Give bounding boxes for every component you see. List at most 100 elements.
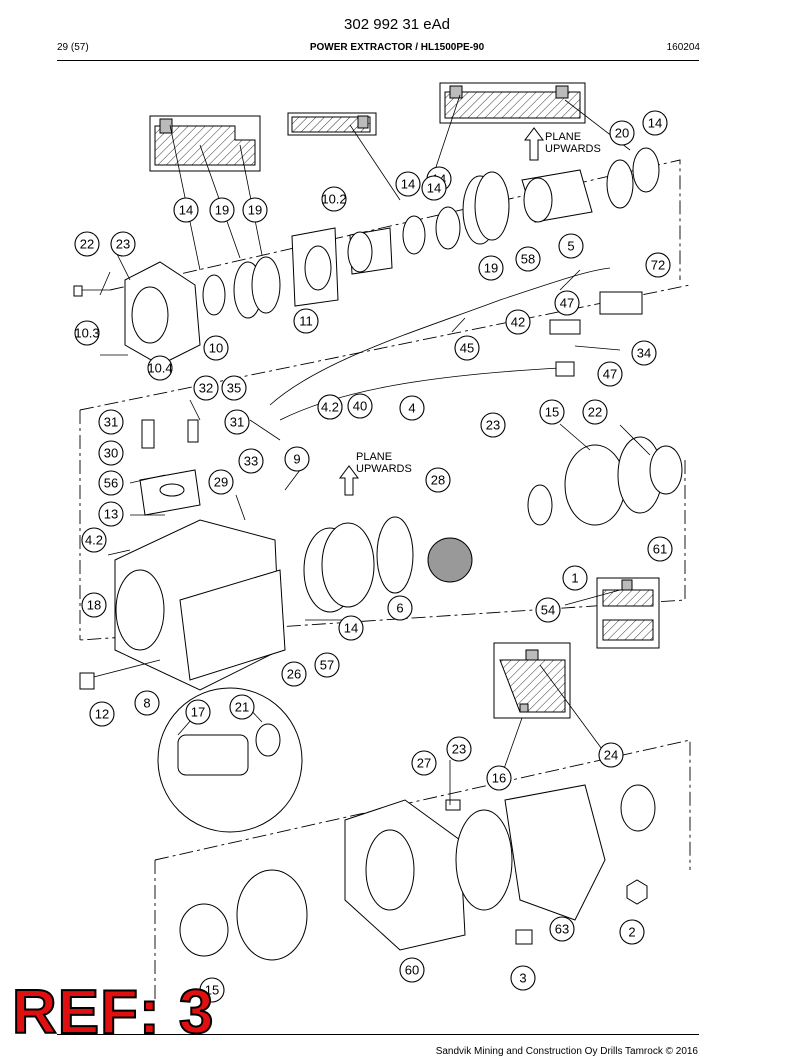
document-number: 302 992 31 eAd	[344, 16, 450, 33]
revision-date: 160204	[666, 42, 700, 53]
callout-label: 22	[588, 405, 602, 420]
section-detail-lower	[493, 642, 571, 719]
callout-47: 47	[597, 361, 623, 387]
callout-13: 13	[98, 501, 124, 527]
callout-label: 42	[511, 315, 525, 330]
header-rule	[57, 60, 699, 61]
callout-label: 22	[80, 237, 94, 252]
callout-label: 10	[209, 341, 223, 356]
callout-label: 6	[396, 601, 403, 616]
callout-label: 54	[541, 603, 555, 618]
callout-label: 19	[484, 261, 498, 276]
callout-label: 8	[143, 696, 150, 711]
callout-label: 12	[95, 707, 109, 722]
callout-label: 3	[519, 971, 526, 986]
callout-58: 58	[515, 246, 541, 272]
callout-19: 19	[209, 197, 235, 223]
callout-label: 2	[628, 925, 635, 940]
callout-label: 5	[567, 239, 574, 254]
callout-8: 8	[134, 690, 160, 716]
callout-label: 14	[648, 116, 662, 131]
callout-14: 14	[421, 175, 447, 201]
callout-label: 4.2	[321, 400, 339, 415]
callout-57: 57	[314, 652, 340, 678]
callout-10-2: 10.2	[321, 186, 347, 212]
callout-label: 10.4	[147, 361, 172, 376]
plane-label-top: PLANE	[545, 131, 581, 143]
callout-label: 72	[651, 258, 665, 273]
callout-20: 20	[609, 120, 635, 146]
callout-label: 19	[215, 203, 229, 218]
callout-label: 11	[299, 314, 313, 329]
callout-label: 31	[230, 415, 244, 430]
callout-label: 57	[320, 658, 334, 673]
callout-label: 14	[344, 621, 358, 636]
callout-label: 21	[235, 700, 249, 715]
callout-label: 1	[571, 571, 578, 586]
callout-12: 12	[89, 701, 115, 727]
plane-upwards-arrow-top	[524, 127, 544, 161]
callout-label: 32	[199, 381, 213, 396]
callout-bubbles: 1420141414191910.21419585222311724710.31…	[74, 110, 673, 1003]
callout-label: 31	[104, 415, 118, 430]
callout-6: 6	[387, 595, 413, 621]
section-detail-right	[596, 577, 660, 649]
callout-11: 11	[293, 308, 319, 334]
callout-4: 4	[399, 395, 425, 421]
callout-72: 72	[645, 252, 671, 278]
callout-10-4: 10.4	[147, 355, 173, 381]
callout-label: 15	[545, 405, 559, 420]
callout-40: 40	[347, 393, 373, 419]
plane-upwards-arrow-mid	[339, 465, 359, 496]
callout-14: 14	[642, 110, 668, 136]
callout-label: 23	[116, 237, 130, 252]
callout-label: 14	[427, 181, 441, 196]
callout-23: 23	[110, 231, 136, 257]
callout-16: 16	[486, 765, 512, 791]
page-number: 29 (57)	[57, 42, 89, 53]
callout-label: 26	[287, 667, 301, 682]
callout-label: 58	[521, 252, 535, 267]
callout-label: 23	[486, 418, 500, 433]
callout-34: 34	[631, 340, 657, 366]
callout-24: 24	[598, 742, 624, 768]
callout-61: 61	[647, 536, 673, 562]
ref-stamp: REF: 3	[11, 978, 215, 1047]
callout-5: 5	[558, 233, 584, 259]
plane-label-mid: PLANE	[356, 451, 392, 463]
callout-47: 47	[554, 290, 580, 316]
piston-detail-circle	[157, 687, 303, 833]
callout-27: 27	[411, 750, 437, 776]
callout-10: 10	[203, 335, 229, 361]
hydraulic-lines	[269, 267, 643, 421]
callout-30: 30	[98, 440, 124, 466]
callout-22: 22	[582, 399, 608, 425]
callout-label: 17	[191, 705, 205, 720]
callout-label: 20	[615, 126, 629, 141]
callout-label: 19	[248, 203, 262, 218]
callout-10-3: 10.3	[74, 320, 100, 346]
callout-28: 28	[425, 467, 451, 493]
section-detail-top-right	[439, 82, 586, 124]
callout-32: 32	[193, 375, 219, 401]
callout-60: 60	[399, 957, 425, 983]
callout-14: 14	[173, 197, 199, 223]
callout-label: 63	[555, 922, 569, 937]
callout-label: 45	[460, 341, 474, 356]
callout-33: 33	[238, 448, 264, 474]
callout-19: 19	[478, 255, 504, 281]
callout-4-2: 4.2	[317, 394, 343, 420]
callout-26: 26	[281, 661, 307, 687]
callout-label: 14	[179, 203, 193, 218]
callout-label: 9	[293, 452, 300, 467]
callout-label: 18	[87, 598, 101, 613]
callout-label: 15	[205, 983, 219, 998]
upwards-label-top: UPWARDS	[545, 143, 601, 155]
callout-label: 47	[560, 296, 574, 311]
callout-31: 31	[224, 409, 250, 435]
callout-label: 30	[104, 446, 118, 461]
callout-label: 35	[227, 381, 241, 396]
callout-22: 22	[74, 231, 100, 257]
callout-label: 34	[637, 346, 651, 361]
